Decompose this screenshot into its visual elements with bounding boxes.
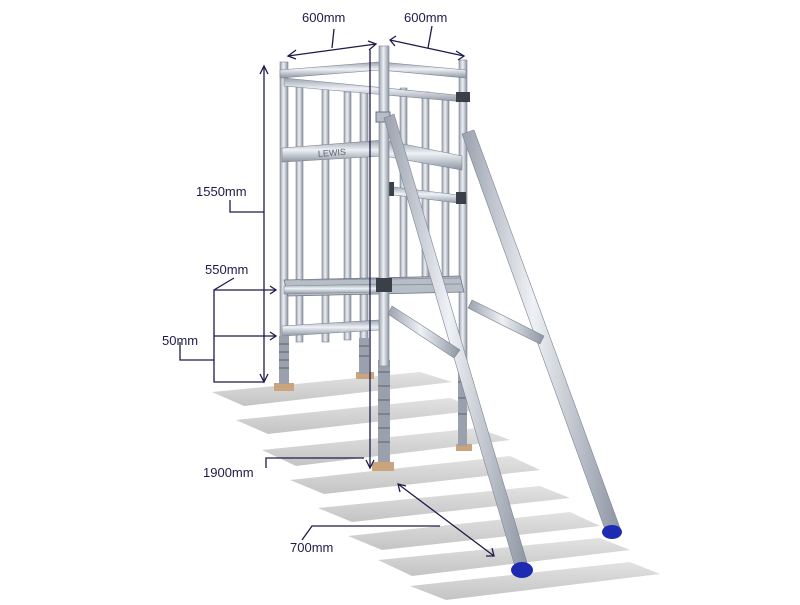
dimension-height-total: 1900mm	[203, 465, 254, 480]
back-frame: LEWIS	[279, 59, 468, 391]
stair-step	[378, 538, 630, 576]
foot-cap	[511, 562, 533, 578]
stabiliser-strut	[387, 305, 461, 359]
base-plate	[456, 444, 472, 451]
stair-step	[348, 512, 600, 550]
dimension-lines	[179, 25, 495, 557]
stair-step	[212, 372, 452, 406]
base-plates	[274, 372, 472, 471]
adjustable-legs	[279, 336, 467, 462]
base-plate	[356, 372, 374, 379]
stair-step	[236, 398, 480, 434]
base-plate	[372, 462, 394, 471]
dimension-height-mid: 550mm	[205, 262, 249, 277]
dimension-height-upper: 1550mm	[196, 184, 247, 199]
dimension-width-right: 600mm	[404, 10, 448, 25]
dimension-width-left: 600mm	[302, 10, 346, 25]
dimension-height-low: 50mm	[162, 333, 199, 348]
stabiliser-strut	[467, 299, 545, 345]
foot-cap	[602, 525, 622, 539]
stabilisers	[383, 113, 622, 578]
front-upright	[375, 45, 470, 367]
frame-brand-text: LEWIS	[318, 147, 347, 159]
base-plate	[274, 383, 294, 391]
dimension-step-span: 700mm	[290, 540, 334, 555]
stair-step	[410, 562, 660, 600]
stair-step	[290, 456, 540, 494]
